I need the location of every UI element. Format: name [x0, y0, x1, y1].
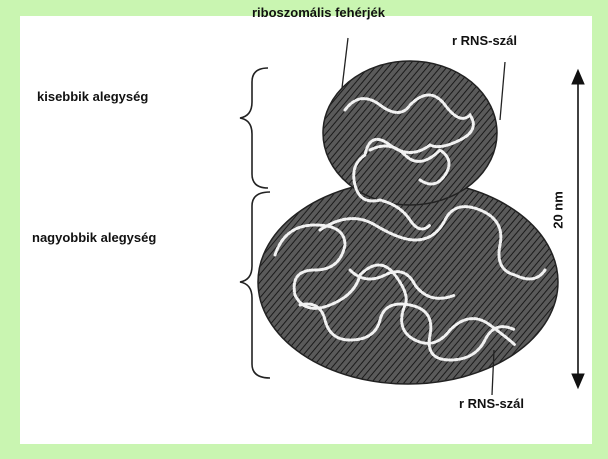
rrna-strand-top-label: r RNS-szál — [452, 33, 517, 48]
ribosomal-proteins-label: riboszomális fehérjék — [252, 5, 385, 20]
small-subunit-label: kisebbik alegység — [37, 89, 148, 104]
large-subunit-label: nagyobbik alegység — [32, 230, 156, 245]
large-subunit-shape — [258, 180, 558, 384]
scale-label: 20 nm — [551, 191, 566, 229]
rrna-strand-bottom-label: r RNS-szál — [459, 396, 524, 411]
